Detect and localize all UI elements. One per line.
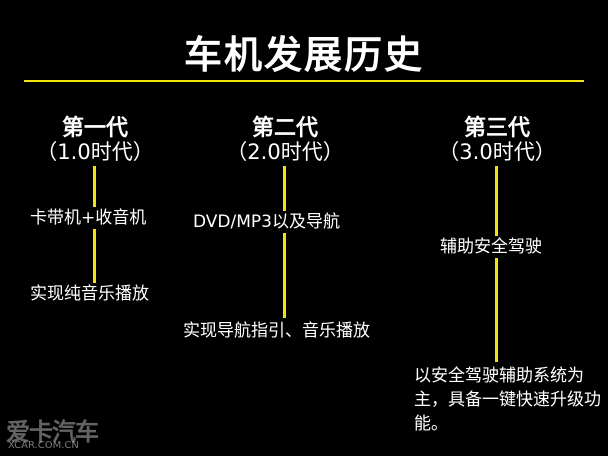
gen1-node-1: 卡带机+收音机 — [30, 207, 147, 229]
gen3-name: 第三代 — [463, 116, 530, 141]
watermark-url: XCAR.COM.CN — [8, 440, 79, 451]
gen3-timeline-line — [495, 166, 498, 362]
xcar-watermark: 爱卡汽车 XCAR.COM.CN — [6, 412, 106, 452]
gen1-period: （1.0时代） — [36, 140, 154, 164]
gen3-period: （3.0时代） — [438, 140, 556, 164]
gen1-name: 第一代 — [61, 116, 128, 141]
diagram-title: 车机发展历史 — [183, 33, 424, 77]
gen3-node-1: 辅助安全驾驶 — [440, 236, 542, 258]
watermark-logo: 爱卡汽车 — [6, 418, 99, 446]
gen2-period: （2.0时代） — [226, 140, 344, 164]
gen1-node-2: 实现纯音乐播放 — [30, 283, 149, 305]
gen2-node-2: 实现导航指引、音乐播放 — [183, 320, 370, 342]
gen2-name: 第二代 — [251, 116, 318, 141]
gen3-node-2: 以安全驾驶辅助系统为主，具备一键快速升级功能。 — [414, 364, 604, 436]
gen2-node-1: DVD/MP3以及导航 — [193, 211, 340, 233]
title-underline — [24, 80, 584, 82]
gen2-timeline-line — [283, 166, 286, 318]
